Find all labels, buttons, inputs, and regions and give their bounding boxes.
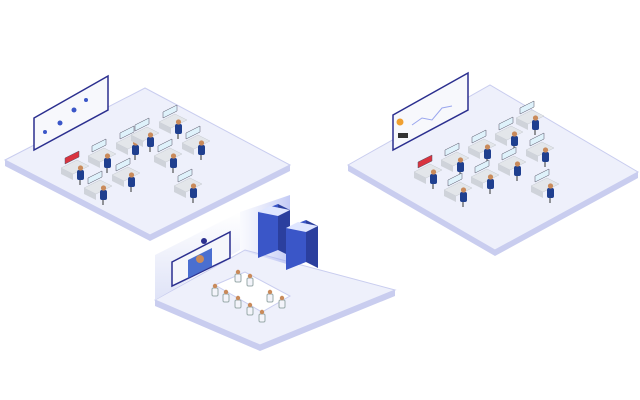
monitor-icon [498,116,514,131]
video-wall [171,230,231,288]
workstation [467,129,497,164]
workstation [153,138,183,173]
monitor-icon [529,132,545,147]
monitor-icon [64,150,80,165]
workstation [494,116,524,151]
conference-attendee [234,269,242,283]
conference-room [153,195,397,351]
conference-attendee [234,295,242,309]
right-control-room [346,71,640,256]
workstation [111,157,141,192]
monitor-icon [417,154,433,169]
workstation [525,132,555,167]
workstation [497,146,527,181]
operator [190,188,197,198]
operator [430,174,437,184]
conference-attendee [246,273,254,287]
operator [484,149,491,159]
operator [100,190,107,200]
workstation [530,168,560,203]
monitor-icon [444,142,460,157]
left-video-wall [33,74,109,152]
conference-attendee [278,295,286,309]
right-floor [346,84,640,251]
monitor-icon [119,125,135,140]
workstation [158,104,188,139]
operator [147,137,154,147]
workstation [470,159,500,194]
left-control-room [3,74,292,241]
workstation [60,150,90,185]
workstation [440,142,470,177]
operator [542,152,549,162]
operator [77,170,84,180]
workstation [173,168,203,203]
conference-attendee [222,289,230,303]
monitor-icon [91,138,107,153]
monitor-icon [501,146,517,161]
monitor-icon [134,117,150,132]
monitor-icon [115,157,131,172]
operator [511,136,518,146]
monitor-icon [177,168,193,183]
right-dashboard-wall [392,71,469,152]
operator [128,177,135,187]
server-racks [258,204,318,270]
monitor-icon [519,100,535,115]
operator [170,158,177,168]
conference-attendee [258,309,266,323]
monitor-icon [471,129,487,144]
workstation [443,172,473,207]
monitor-icon [157,138,173,153]
workstation [130,117,160,152]
operator [457,162,464,172]
operator [198,145,205,155]
monitor-icon [185,125,201,140]
operator [132,145,139,155]
conference-attendee [266,289,274,303]
monitor-icon [162,104,178,119]
monitor-icon [474,159,490,174]
operator [547,188,554,198]
operator [514,166,521,176]
workstation [87,138,117,173]
conference-attendee [211,283,219,297]
operator [487,179,494,189]
monitor-icon [87,170,103,185]
operator [532,120,539,130]
workstation [413,154,443,189]
monitor-icon [534,168,550,183]
workstation [181,125,211,160]
workstation [515,100,545,135]
operator [460,192,467,202]
conference-attendee [246,302,254,316]
monitor-icon [447,172,463,187]
operator [175,124,182,134]
workstation [83,170,113,205]
operator [104,158,111,168]
